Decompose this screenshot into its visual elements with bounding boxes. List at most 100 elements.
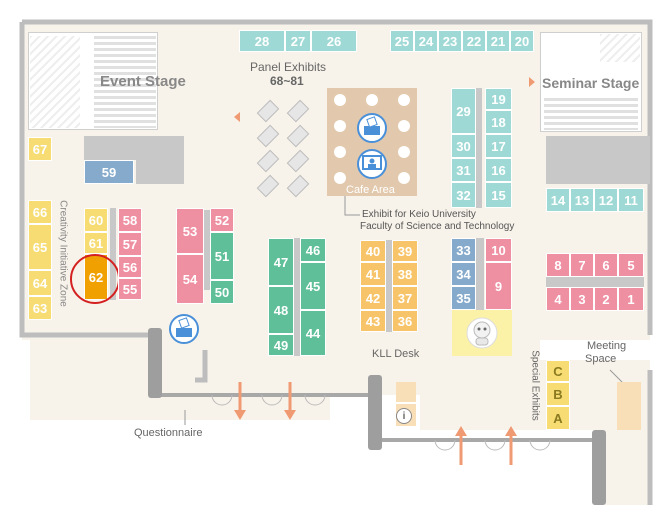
- booth-14[interactable]: 14: [546, 188, 570, 212]
- booth-58[interactable]: 58: [118, 208, 142, 232]
- booth-21[interactable]: 21: [486, 30, 510, 52]
- booth-52[interactable]: 52: [210, 208, 234, 232]
- gray-partition: [386, 240, 392, 332]
- booth-8[interactable]: 8: [546, 253, 570, 277]
- booth-56[interactable]: 56: [118, 256, 142, 278]
- booth-46[interactable]: 46: [300, 238, 326, 262]
- cafe-area-label: Cafe Area: [346, 184, 395, 196]
- booth-17[interactable]: 17: [485, 134, 512, 158]
- booth-C[interactable]: C: [546, 360, 570, 382]
- booth-29[interactable]: 29: [451, 88, 476, 134]
- booth-37[interactable]: 37: [392, 286, 418, 310]
- booth-45[interactable]: 45: [300, 262, 326, 310]
- meeting-space-line1: Meeting: [587, 340, 627, 352]
- booth-39[interactable]: 39: [392, 240, 418, 262]
- booth-24[interactable]: 24: [414, 30, 438, 52]
- booth-61[interactable]: 61: [84, 232, 108, 254]
- booth-67[interactable]: 67: [28, 137, 52, 161]
- event-stage-seating: [94, 36, 156, 128]
- booth-23[interactable]: 23: [438, 30, 462, 52]
- meeting-space[interactable]: [617, 382, 641, 406]
- booth-4[interactable]: 4: [546, 287, 570, 311]
- gray-partition: [204, 210, 210, 290]
- doors: [211, 394, 551, 451]
- booth-59[interactable]: 59: [84, 160, 134, 184]
- booth-49[interactable]: 49: [268, 334, 294, 356]
- info-icon[interactable]: i: [396, 408, 412, 424]
- booth-38[interactable]: 38: [392, 262, 418, 286]
- booth-50[interactable]: 50: [210, 280, 234, 304]
- booth-1[interactable]: 1: [618, 287, 644, 311]
- panel-exhibits-title: Panel Exhibits: [250, 60, 327, 74]
- booth-43[interactable]: 43: [360, 310, 386, 332]
- booth-12[interactable]: 12: [594, 188, 618, 212]
- booth-54[interactable]: 54: [176, 254, 204, 304]
- booth-20[interactable]: 20: [510, 30, 534, 52]
- booth-16[interactable]: 16: [485, 158, 512, 182]
- booth-19[interactable]: 19: [485, 88, 512, 110]
- booth-28[interactable]: 28: [239, 30, 285, 52]
- kll-desk[interactable]: [396, 382, 416, 402]
- booth-25[interactable]: 25: [390, 30, 414, 52]
- booth-B[interactable]: B: [546, 382, 570, 406]
- booth-40[interactable]: 40: [360, 240, 386, 262]
- booth-7[interactable]: 7: [570, 253, 594, 277]
- booth-31[interactable]: 31: [451, 158, 476, 182]
- gray-partition: [136, 160, 184, 184]
- booth-66[interactable]: 66: [28, 200, 52, 224]
- booth-41[interactable]: 41: [360, 262, 386, 286]
- booth-22[interactable]: 22: [462, 30, 486, 52]
- event-stage-label: Event Stage: [100, 73, 186, 90]
- kll-desk-label: KLL Desk: [372, 348, 420, 360]
- booth-42[interactable]: 42: [360, 286, 386, 310]
- booth-35[interactable]: 35: [451, 286, 476, 310]
- booth-13[interactable]: 13: [570, 188, 594, 212]
- booth-55[interactable]: 55: [118, 278, 142, 300]
- booth-26[interactable]: 26: [311, 30, 357, 52]
- pointer-left-arrow: [234, 112, 240, 122]
- booth-65[interactable]: 65: [28, 224, 52, 270]
- booth-33[interactable]: 33: [451, 238, 476, 262]
- booth-6[interactable]: 6: [594, 253, 618, 277]
- booth-34[interactable]: 34: [451, 262, 476, 286]
- booth-64[interactable]: 64: [28, 270, 52, 296]
- keio-exhibit-line1: Exhibit for Keio University: [362, 209, 476, 220]
- booth-9[interactable]: 9: [485, 262, 512, 310]
- pillar: [368, 375, 382, 450]
- seminar-stage-seating: [544, 98, 638, 130]
- booth-2[interactable]: 2: [594, 287, 618, 311]
- booth-30[interactable]: 30: [451, 134, 476, 158]
- panel-exhibits-range: 68~81: [270, 74, 304, 88]
- questionnaire-label: Questionnaire: [134, 427, 203, 439]
- gray-partition: [294, 238, 300, 356]
- gray-partition: [546, 277, 644, 287]
- entrance-arrow-icon: [234, 382, 517, 465]
- booth-27[interactable]: 27: [285, 30, 311, 52]
- booth-60[interactable]: 60: [84, 208, 108, 232]
- booth-15[interactable]: 15: [485, 182, 512, 208]
- booth-10[interactable]: 10: [485, 238, 512, 262]
- booth-48[interactable]: 48: [268, 286, 294, 334]
- booth-36[interactable]: 36: [392, 310, 418, 332]
- booth-5[interactable]: 5: [618, 253, 644, 277]
- booth-18[interactable]: 18: [485, 110, 512, 134]
- booth-57[interactable]: 57: [118, 232, 142, 256]
- gray-partition: [476, 88, 482, 208]
- booth-32[interactable]: 32: [451, 182, 476, 208]
- booth-44[interactable]: 44: [300, 310, 326, 356]
- booth-63[interactable]: 63: [28, 296, 52, 320]
- booth-47[interactable]: 47: [268, 238, 294, 286]
- booth-11[interactable]: 11: [618, 188, 644, 212]
- pointer-right-arrow: [529, 77, 535, 87]
- booth-3[interactable]: 3: [570, 287, 594, 311]
- booth-A[interactable]: A: [546, 406, 570, 430]
- seminar-stage-platform: [600, 34, 640, 62]
- panel-boards: [256, 99, 310, 198]
- booth-53[interactable]: 53: [176, 208, 204, 254]
- keio-leader-line: [344, 196, 360, 216]
- booth-51[interactable]: 51: [210, 232, 234, 280]
